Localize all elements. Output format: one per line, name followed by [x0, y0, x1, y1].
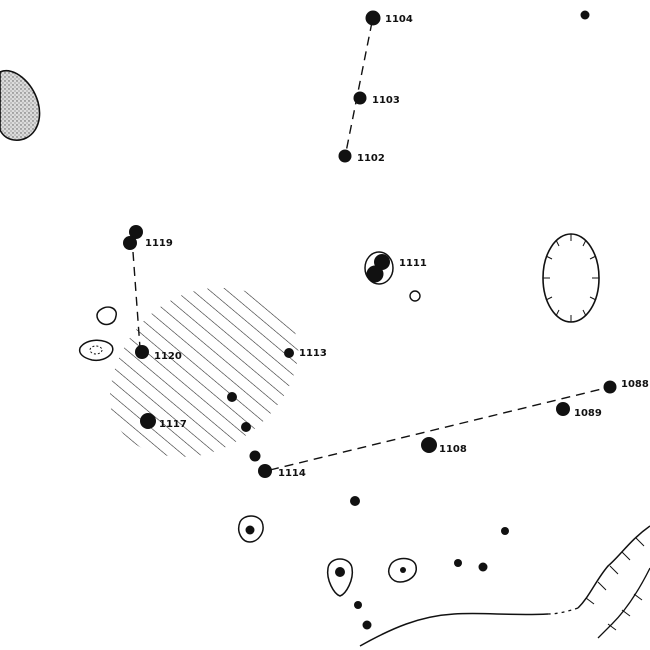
label-1104: 1104 [385, 14, 413, 25]
posthole [241, 422, 251, 432]
ringed-posthole-b [326, 558, 354, 597]
posthole-1102 [338, 149, 352, 163]
posthole-1113 [284, 348, 294, 358]
posthole-1104 [365, 10, 381, 26]
posthole-1108 [421, 437, 437, 453]
label-1103: 1103 [372, 95, 400, 106]
posthole-1120 [135, 345, 149, 359]
posthole [350, 496, 360, 506]
posthole-1089 [556, 402, 570, 416]
oval-pit [542, 233, 600, 323]
posthole-1103 [353, 91, 367, 105]
label-1108: 1108 [439, 444, 467, 455]
posthole [249, 450, 261, 462]
ringed-feature-left [78, 339, 114, 362]
alignment-1104-1102 [345, 21, 373, 153]
open-circle-feature [409, 290, 421, 302]
posthole [354, 601, 362, 609]
label-1088: 1088 [621, 379, 649, 390]
hatched-area [109, 287, 299, 457]
label-1120: 1120 [154, 351, 182, 362]
posthole-1114 [258, 464, 272, 478]
unnumbered-postholes [227, 10, 590, 630]
posthole [478, 562, 488, 572]
ringed-posthole-a [238, 515, 264, 543]
label-1113: 1113 [299, 348, 327, 359]
small-ring-feature [96, 306, 117, 326]
posthole-1117 [140, 413, 156, 429]
posthole-1111 [364, 251, 394, 285]
stippled-stone [0, 69, 41, 141]
posthole [362, 620, 372, 630]
ringed-posthole-c [388, 557, 417, 583]
posthole-1088 [603, 380, 617, 394]
alignment-1114-1088 [269, 386, 611, 471]
label-1102: 1102 [357, 153, 385, 164]
alignment-1119-1120 [132, 251, 141, 349]
posthole-1119 [123, 225, 143, 250]
posthole [454, 559, 462, 567]
posthole [580, 10, 590, 20]
bank-edge [359, 525, 650, 647]
label-1089: 1089 [574, 408, 602, 419]
posthole [227, 392, 237, 402]
label-1119: 1119 [145, 238, 173, 249]
posthole [501, 527, 509, 535]
label-1111: 1111 [399, 258, 427, 269]
post-alignments [132, 21, 611, 471]
label-1114: 1114 [278, 468, 306, 479]
label-1117: 1117 [159, 419, 187, 430]
